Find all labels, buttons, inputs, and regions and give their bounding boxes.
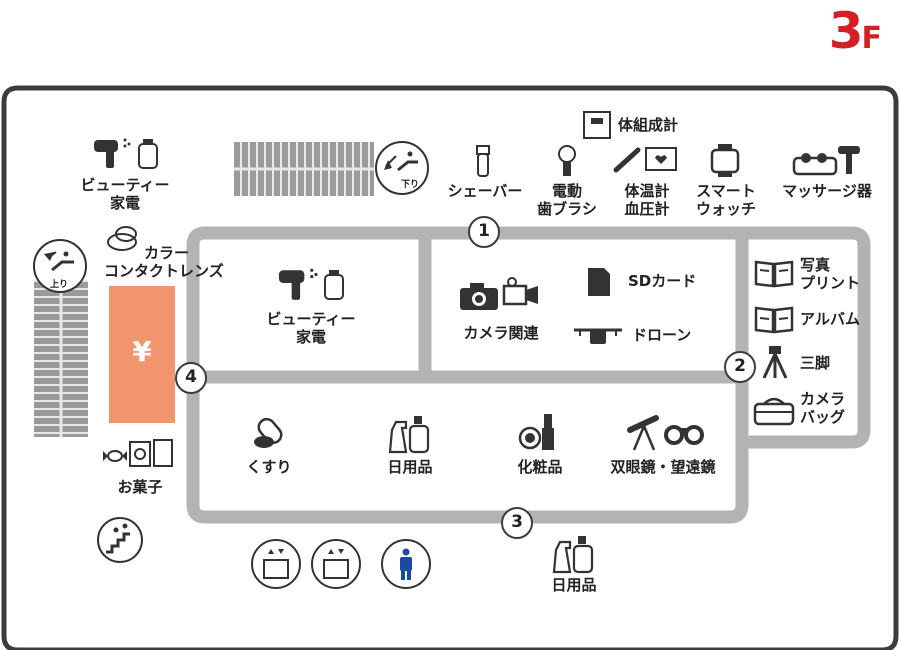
smartwatch-icon [710, 144, 740, 177]
camera-icon [460, 283, 498, 310]
label-drone: ドローン [632, 326, 692, 344]
label-smartwatch: スマートウォッチ [695, 182, 756, 218]
elevator-icon[interactable] [310, 538, 362, 590]
hair-dryer-icon [94, 138, 131, 168]
node-circles [175, 216, 756, 539]
label-massager: マッサージ器 [782, 182, 872, 200]
floor-number: 3 [828, 2, 864, 60]
spray-bottle-icon [388, 416, 430, 454]
label-thermometer-blood-pressure: 体温計血圧計 [624, 182, 670, 218]
label-sweets: お菓子 [117, 478, 163, 496]
label-camera-bag: カメラバッグ [800, 390, 846, 426]
floor-badge: 3F [829, 6, 882, 56]
lotion-bottle-icon [138, 139, 158, 169]
thermometer-icon [613, 147, 641, 173]
album-icon [754, 306, 794, 334]
drone-icon [574, 328, 622, 344]
blood-pressure-icon [645, 147, 677, 171]
node-2[interactable]: 2 [734, 356, 746, 376]
label-photo-print: 写真プリント [800, 256, 861, 292]
label-album: アルバム [800, 310, 861, 328]
label-daily-goods-inner: 日用品 [387, 458, 433, 476]
shaver-icon [476, 145, 490, 177]
label-electric-toothbrush: 電動歯ブラシ [537, 182, 597, 218]
elevator-icon[interactable] [250, 538, 302, 590]
atm-yen-symbol[interactable]: ¥ [132, 335, 152, 368]
massager-icon [792, 146, 860, 176]
node-3[interactable]: 3 [511, 512, 523, 532]
label-camera-related: カメラ関連 [463, 324, 539, 342]
escalator-down-badge [375, 141, 429, 195]
contact-lens-icon [107, 226, 137, 251]
label-medicine: くすり [246, 458, 292, 476]
building-outline [1, 85, 899, 650]
label-cosmetics: 化粧品 [517, 458, 563, 476]
hair-dryer-icon [278, 268, 318, 300]
pills-icon [254, 417, 283, 448]
scale-icon [583, 111, 611, 139]
escalator-up-badge [33, 239, 87, 293]
candy-icon [103, 450, 127, 462]
video-camera-icon [502, 277, 538, 306]
label-beauty-appliance-outer: ビューティー家電 [80, 176, 170, 212]
label-color-contact-lens: カラーコンタクトレンズ [104, 244, 224, 280]
floor-suffix: F [861, 21, 883, 56]
cosmetics-icon [518, 414, 554, 450]
label-daily-goods-outer: 日用品 [551, 576, 597, 594]
snack-box-icon [129, 439, 173, 467]
walkways [186, 226, 871, 524]
photo-print-icon [754, 260, 794, 288]
bag-icon [753, 397, 795, 426]
label-body-composition-scale: 体組成計 [618, 116, 679, 134]
spray-bottle-icon [552, 536, 594, 574]
walkway-outer [186, 226, 871, 524]
node-1[interactable]: 1 [478, 221, 490, 241]
label-shaver: シェーバー [447, 182, 523, 200]
sdcard-icon [588, 268, 610, 296]
toothbrush-icon [558, 145, 576, 176]
telescope-icon [627, 415, 659, 451]
node-4[interactable]: 4 [185, 367, 197, 387]
label-tripod: 三脚 [800, 354, 831, 372]
atm-area [109, 286, 175, 423]
label-beauty-appliance-inner: ビューティー家電 [266, 310, 356, 346]
stairs-icon [97, 517, 143, 563]
lotion-bottle-icon [324, 270, 344, 300]
label-binoculars-telescopes: 双眼鏡・望遠鏡 [610, 458, 716, 476]
label-sd-card: SDカード [628, 272, 697, 290]
tripod-icon [762, 346, 788, 379]
escalator-up-label: 上り [49, 280, 68, 290]
restroom-icon[interactable] [380, 538, 432, 590]
binoculars-icon [664, 425, 704, 445]
escalator-down-label: 下り [400, 180, 419, 190]
